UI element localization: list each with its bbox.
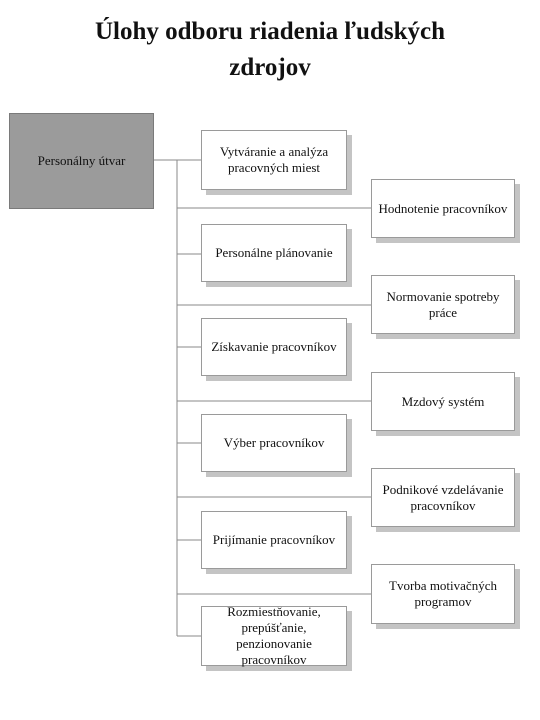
title-line-2: zdrojov bbox=[229, 54, 311, 81]
left-task-label: Personálne plánovanie bbox=[215, 245, 333, 260]
left-task-box: Výber pracovníkov bbox=[201, 414, 347, 472]
root-box-personalny-utvar: Personálny útvar bbox=[9, 113, 154, 209]
title-line-1: Úlohy odboru riadenia ľudských bbox=[94, 18, 445, 45]
left-task-box: Prijímanie pracovníkov bbox=[201, 511, 347, 569]
right-task-label: Normovanie spotreby práce bbox=[386, 288, 500, 320]
right-task-label: Hodnotenie pracovníkov bbox=[378, 200, 508, 216]
right-task-box: Podnikové vzdelávanie pracovníkov bbox=[371, 468, 515, 527]
right-task-label: Mzdový systém bbox=[401, 393, 485, 409]
right-task-box: Hodnotenie pracovníkov bbox=[371, 179, 515, 238]
right-task-label: Podnikové vzdelávanie pracovníkov bbox=[382, 481, 504, 513]
right-task-box: Normovanie spotreby práce bbox=[371, 275, 515, 334]
right-task-box: Mzdový systém bbox=[371, 372, 515, 431]
left-task-box: Vytváranie a analýza pracovných miest bbox=[201, 130, 347, 190]
root-label: Personálny útvar bbox=[37, 153, 126, 168]
left-task-label: Vytváranie a analýza pracovných miest bbox=[219, 144, 329, 175]
left-task-label: Výber pracovníkov bbox=[223, 435, 325, 450]
left-task-label: Rozmiestňovanie, prepúšťanie, penzionova… bbox=[227, 604, 321, 667]
left-task-box: Personálne plánovanie bbox=[201, 224, 347, 282]
left-task-label: Prijímanie pracovníkov bbox=[212, 532, 336, 547]
page-title: Úlohy odboru riadenia ľudských zdrojov bbox=[20, 14, 520, 86]
left-task-box: Získavanie pracovníkov bbox=[201, 318, 347, 376]
left-task-box: Rozmiestňovanie, prepúšťanie, penzionova… bbox=[201, 604, 347, 667]
right-task-box: Tvorba motivačných programov bbox=[371, 564, 515, 624]
right-task-label: Tvorba motivačných programov bbox=[389, 578, 497, 609]
left-task-label: Získavanie pracovníkov bbox=[211, 339, 337, 354]
